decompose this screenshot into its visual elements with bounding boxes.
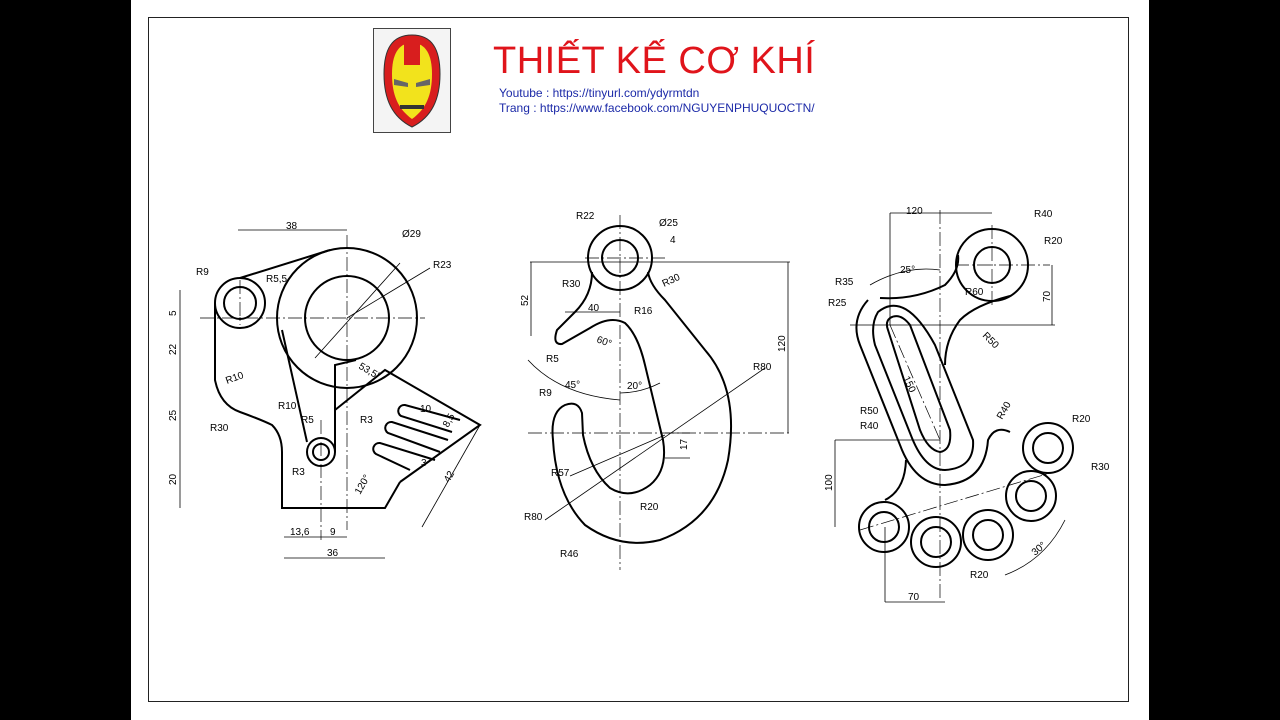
dim-label: 20 xyxy=(168,473,179,485)
dim-label: R40 xyxy=(860,421,879,432)
dim-label: R10 xyxy=(224,370,245,387)
dim-label: 150 xyxy=(900,375,917,395)
dim-label: 25 xyxy=(168,409,179,421)
dim-label: R35 xyxy=(835,277,854,288)
iron-man-logo xyxy=(373,28,451,133)
dim-label: 10 xyxy=(420,404,432,415)
dim-label: 60° xyxy=(595,334,613,350)
dim-label: 100 xyxy=(824,474,835,491)
dim-label: R3 xyxy=(292,467,305,478)
dim-label: R22 xyxy=(576,211,595,222)
dim-label: R9 xyxy=(539,388,552,399)
dim-label: R3 xyxy=(360,415,373,426)
dim-label: R16 xyxy=(634,306,653,317)
dim-label: Ø29 xyxy=(402,229,421,240)
sheet-border xyxy=(148,17,1129,702)
dim-label: R57 xyxy=(551,468,570,479)
dim-label: R5 xyxy=(546,354,559,365)
dim-label: R30 xyxy=(1091,462,1110,473)
dim-label: 13,6 xyxy=(290,527,310,538)
dim-label: 70 xyxy=(1042,290,1053,302)
dim-label: 120° xyxy=(353,473,373,496)
youtube-link[interactable]: Youtube : https://tinyurl.com/ydyrmtdn xyxy=(499,86,700,100)
dim-label: R25 xyxy=(828,298,847,309)
dim-label: 20° xyxy=(627,381,642,392)
dim-label: 30° xyxy=(1030,540,1049,558)
dim-label: R46 xyxy=(560,549,579,560)
drawing-1-lever: 38 Ø29 R23 R9 R5,5 5 22 25 20 R10 R30 R1… xyxy=(168,221,482,559)
drawing-sheet: THIẾT KẾ CƠ KHÍ Youtube : https://tinyur… xyxy=(131,0,1149,720)
dim-label: 8,5 xyxy=(441,412,458,430)
dim-label: R20 xyxy=(970,570,989,581)
dim-label: 38 xyxy=(286,221,298,232)
dim-label: R80 xyxy=(753,362,772,373)
dim-label: 25° xyxy=(900,265,915,276)
channel-title: THIẾT KẾ CƠ KHÍ xyxy=(493,40,816,82)
dim-label: R5 xyxy=(301,415,314,426)
dim-label: 4 xyxy=(670,235,676,246)
dim-label: 5 xyxy=(168,310,179,316)
drawing-2-hook: R22 Ø25 4 R30 R30 52 40 R16 60° R5 45° 2… xyxy=(520,211,790,570)
dim-label: 120 xyxy=(777,335,788,352)
drawing-3-bracket: 120 R40 R20 25° R35 R25 R60 70 R50 150 R… xyxy=(824,206,1110,603)
dim-label: R50 xyxy=(980,330,1001,351)
dim-label: 36 xyxy=(327,548,339,559)
dim-label: R30 xyxy=(210,423,229,434)
dim-label: R60 xyxy=(965,287,984,298)
dim-label: 9 xyxy=(330,527,336,538)
dim-label: R20 xyxy=(1044,236,1063,247)
dim-label: R40 xyxy=(1034,209,1053,220)
dim-label: R20 xyxy=(640,502,659,513)
dim-label: 3 xyxy=(421,458,427,469)
dim-label: R9 xyxy=(196,267,209,278)
dim-label: 53,5° xyxy=(357,361,383,382)
dim-label: R20 xyxy=(1072,414,1091,425)
dim-label: R30 xyxy=(562,279,581,290)
dim-label: 42 xyxy=(442,469,457,485)
dim-label: 45° xyxy=(565,380,580,391)
dim-label: 22 xyxy=(168,343,179,355)
dim-label: R10 xyxy=(278,401,297,412)
facebook-link[interactable]: Trang : https://www.facebook.com/NGUYENP… xyxy=(499,101,815,115)
dim-label: Ø25 xyxy=(659,218,678,229)
dim-label: 17 xyxy=(679,438,690,450)
dim-label: 40 xyxy=(588,303,600,314)
dim-label: 120 xyxy=(906,206,923,217)
dim-label: 70 xyxy=(908,592,920,603)
dim-label: R5,5 xyxy=(266,274,288,285)
dim-label: 52 xyxy=(520,294,531,306)
dim-label: R23 xyxy=(433,260,452,271)
dim-label: R80 xyxy=(524,512,543,523)
dim-label: R30 xyxy=(661,272,683,290)
dim-label: R50 xyxy=(860,406,879,417)
dim-label: R40 xyxy=(995,400,1014,422)
ring-holes xyxy=(858,422,1074,568)
